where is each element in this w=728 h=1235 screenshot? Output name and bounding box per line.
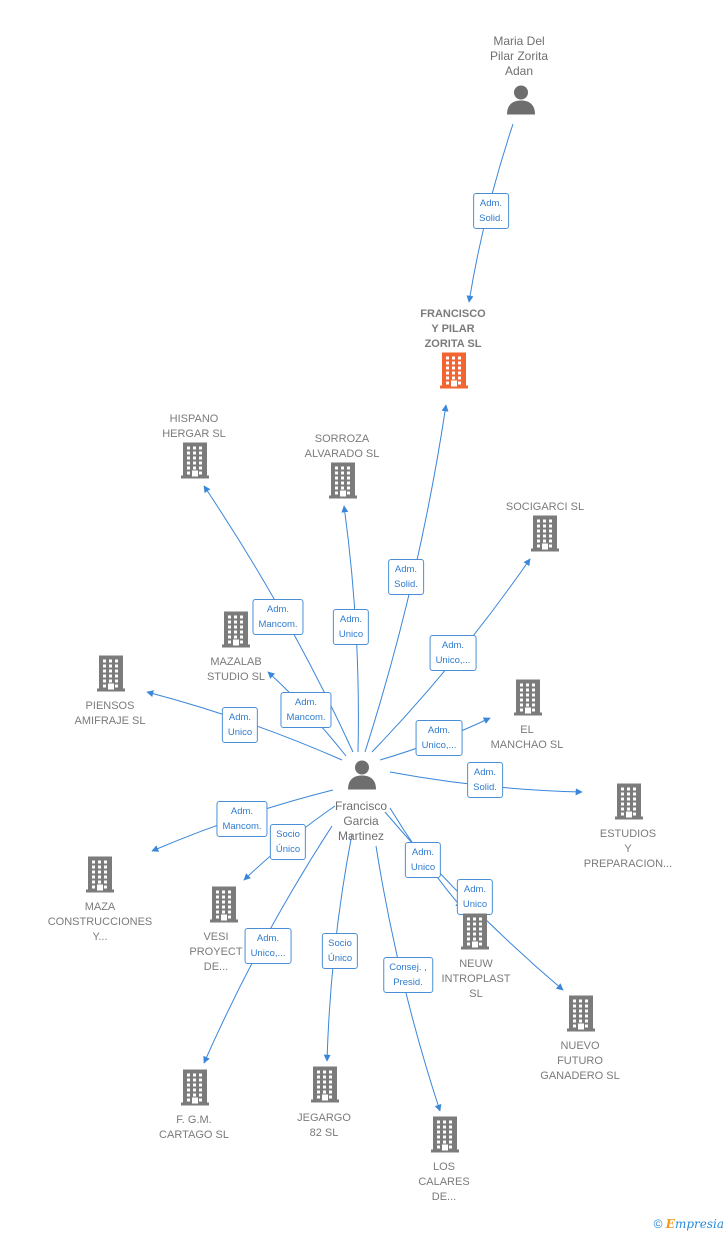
edge-label-sorroza[interactable]: Adm. Unico (332, 609, 370, 645)
node-label-nuevo[interactable]: NUEVO FUTURO GANADERO SL (540, 1040, 620, 1082)
node-label-mazalab[interactable]: MAZALAB STUDIO SL (206, 656, 266, 683)
edge-label-socigarci[interactable]: Adm. Unico,... (429, 635, 477, 671)
node-label-sorroza[interactable]: SORROZA ALVARADO SL (304, 433, 380, 460)
node-label-hispano[interactable]: HISPANO HERGAR SL (162, 413, 226, 440)
building-icon[interactable] (97, 655, 127, 697)
node-label-maria[interactable]: Maria Del Pilar Zorita Adan (489, 34, 549, 78)
building-icon[interactable] (210, 886, 240, 928)
person-icon[interactable] (347, 760, 377, 795)
empresia-logo[interactable]: Empresia (665, 1217, 724, 1231)
node-label-fgm[interactable]: F. G.M. CARTAGO SL (159, 1114, 229, 1141)
edge-label-maza[interactable]: Adm. Mancom. (216, 801, 268, 837)
edge-label-hispano[interactable]: Adm. Mancom. (252, 599, 304, 635)
node-label-elmanchao[interactable]: EL MANCHAO SL (490, 724, 564, 751)
edge-label-vesi[interactable]: Socio Único (269, 824, 307, 860)
building-icon[interactable] (531, 515, 561, 557)
edge-label-mazalab[interactable]: Adm. Mancom. (280, 692, 332, 728)
building-icon[interactable] (222, 611, 252, 653)
edge-label-fgm[interactable]: Adm. Unico,... (244, 928, 292, 964)
edge-label-elmanchao[interactable]: Adm. Unico,... (415, 720, 463, 756)
node-label-neuw[interactable]: NEUW INTROPLAST SL (441, 958, 511, 1000)
edge-label-jegargo[interactable]: Socio Único (321, 933, 359, 969)
edge-label-neuw[interactable]: Adm. Unico (404, 842, 442, 878)
node-label-francisco[interactable]: Francisco Garcia Martinez (334, 799, 388, 843)
edge-label-nuevo[interactable]: Adm. Unico (456, 879, 494, 915)
node-label-maza[interactable]: MAZA CONSTRUCCIONES Y... (47, 901, 153, 943)
edge-label-fypz[interactable]: Adm. Solid. (388, 559, 424, 595)
building-icon[interactable] (461, 913, 491, 955)
node-label-socigarci[interactable]: SOCIGARCI SL (505, 501, 585, 513)
building-icon[interactable] (311, 1066, 341, 1108)
building-icon[interactable] (514, 679, 544, 721)
footer-brand: © Empresia (654, 1217, 724, 1231)
building-icon[interactable] (567, 995, 597, 1037)
node-label-estudios[interactable]: ESTUDIOS Y PREPARACION... (583, 828, 673, 870)
node-label-vesi[interactable]: VESI PROYECT DE... (189, 931, 243, 973)
edge-label-piensos[interactable]: Adm. Unico (221, 707, 259, 743)
node-label-jegargo[interactable]: JEGARGO 82 SL (297, 1112, 351, 1139)
node-label-loscalares[interactable]: LOS CALARES DE... (418, 1161, 470, 1203)
building-icon[interactable] (181, 442, 211, 484)
building-icon[interactable] (86, 856, 116, 898)
node-label-piensos[interactable]: PIENSOS AMIFRAJE SL (74, 700, 146, 727)
building-icon[interactable] (329, 462, 359, 504)
copyright-symbol: © (653, 1217, 663, 1231)
node-label-fypz[interactable]: FRANCISCO Y PILAR ZORITA SL (420, 308, 486, 350)
building-icon[interactable] (615, 783, 645, 825)
edge-label-loscalares[interactable]: Consej. , Presid. (383, 957, 433, 993)
edge-label-estudios[interactable]: Adm. Solid. (467, 762, 503, 798)
building-icon[interactable] (181, 1069, 211, 1111)
building-icon[interactable] (431, 1116, 461, 1158)
building-icon[interactable] (440, 352, 470, 394)
edge-label-fypz[interactable]: Adm. Solid. (473, 193, 509, 229)
person-icon[interactable] (506, 85, 536, 120)
